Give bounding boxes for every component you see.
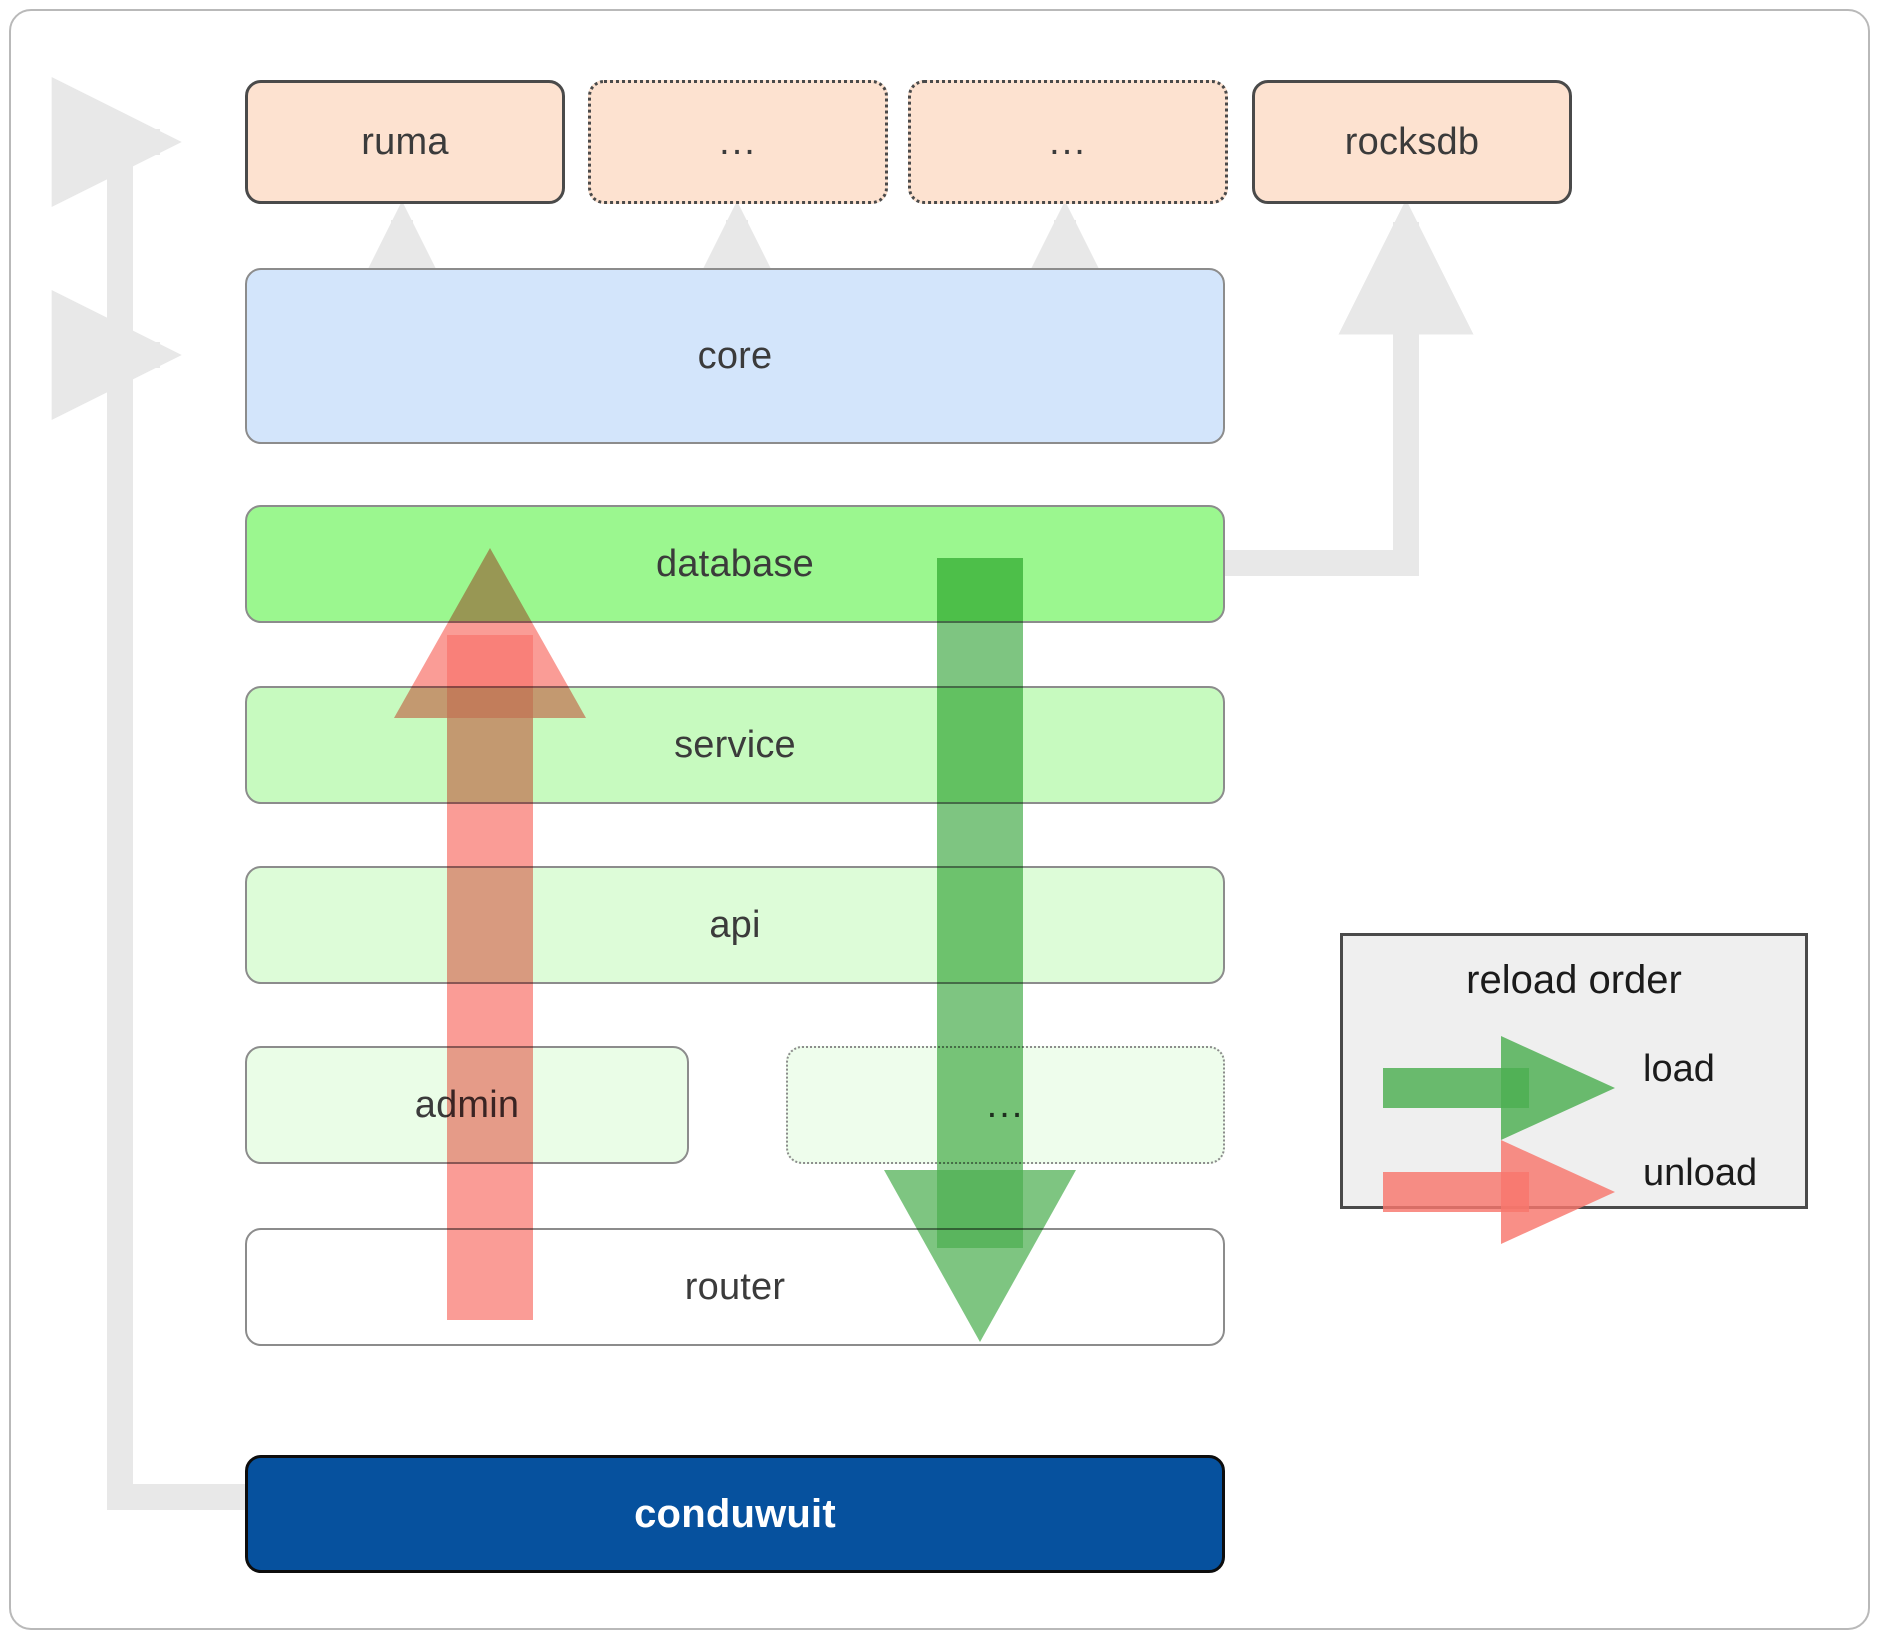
legend-unload-arrow-icon [1383,1140,1615,1244]
legend-unload-label: unload [1643,1152,1758,1194]
node-core-label: core [697,334,773,377]
legend-title: reload order [1466,958,1682,1002]
node-conduwuit-label: conduwuit [634,1491,836,1536]
node-admin[interactable]: admin [245,1046,689,1164]
node-router-label: router [684,1265,786,1308]
node-api-label: api [709,903,761,946]
node-database[interactable]: database [245,505,1225,623]
legend-load-arrow-icon [1383,1036,1615,1140]
node-rocksdb[interactable]: rocksdb [1252,80,1572,204]
legend-load-label: load [1643,1048,1715,1090]
node-layer-placeholder[interactable]: ... [786,1046,1225,1164]
node-ruma[interactable]: ruma [245,80,565,204]
node-dependency-placeholder-1[interactable]: ... [588,80,888,204]
node-ruma-label: ruma [361,120,449,163]
diagram-frame [9,9,1870,1630]
node-admin-label: admin [414,1083,520,1126]
node-router[interactable]: router [245,1228,1225,1346]
node-dependency-placeholder-1-label: ... [719,120,757,163]
legend-panel: reload order load unload [1340,933,1808,1244]
node-dependency-placeholder-2-label: ... [1049,120,1087,163]
node-layer-placeholder-label: ... [986,1083,1025,1126]
legend-row-unload: unload [1343,1140,1805,1244]
node-rocksdb-label: rocksdb [1344,120,1480,163]
node-database-label: database [656,542,814,585]
node-conduwuit[interactable]: conduwuit [245,1455,1225,1573]
node-service[interactable]: service [245,686,1225,804]
node-core[interactable]: core [245,268,1225,444]
node-api[interactable]: api [245,866,1225,984]
node-service-label: service [674,723,796,766]
node-dependency-placeholder-2[interactable]: ... [908,80,1228,204]
legend-row-load: load [1343,1036,1805,1140]
